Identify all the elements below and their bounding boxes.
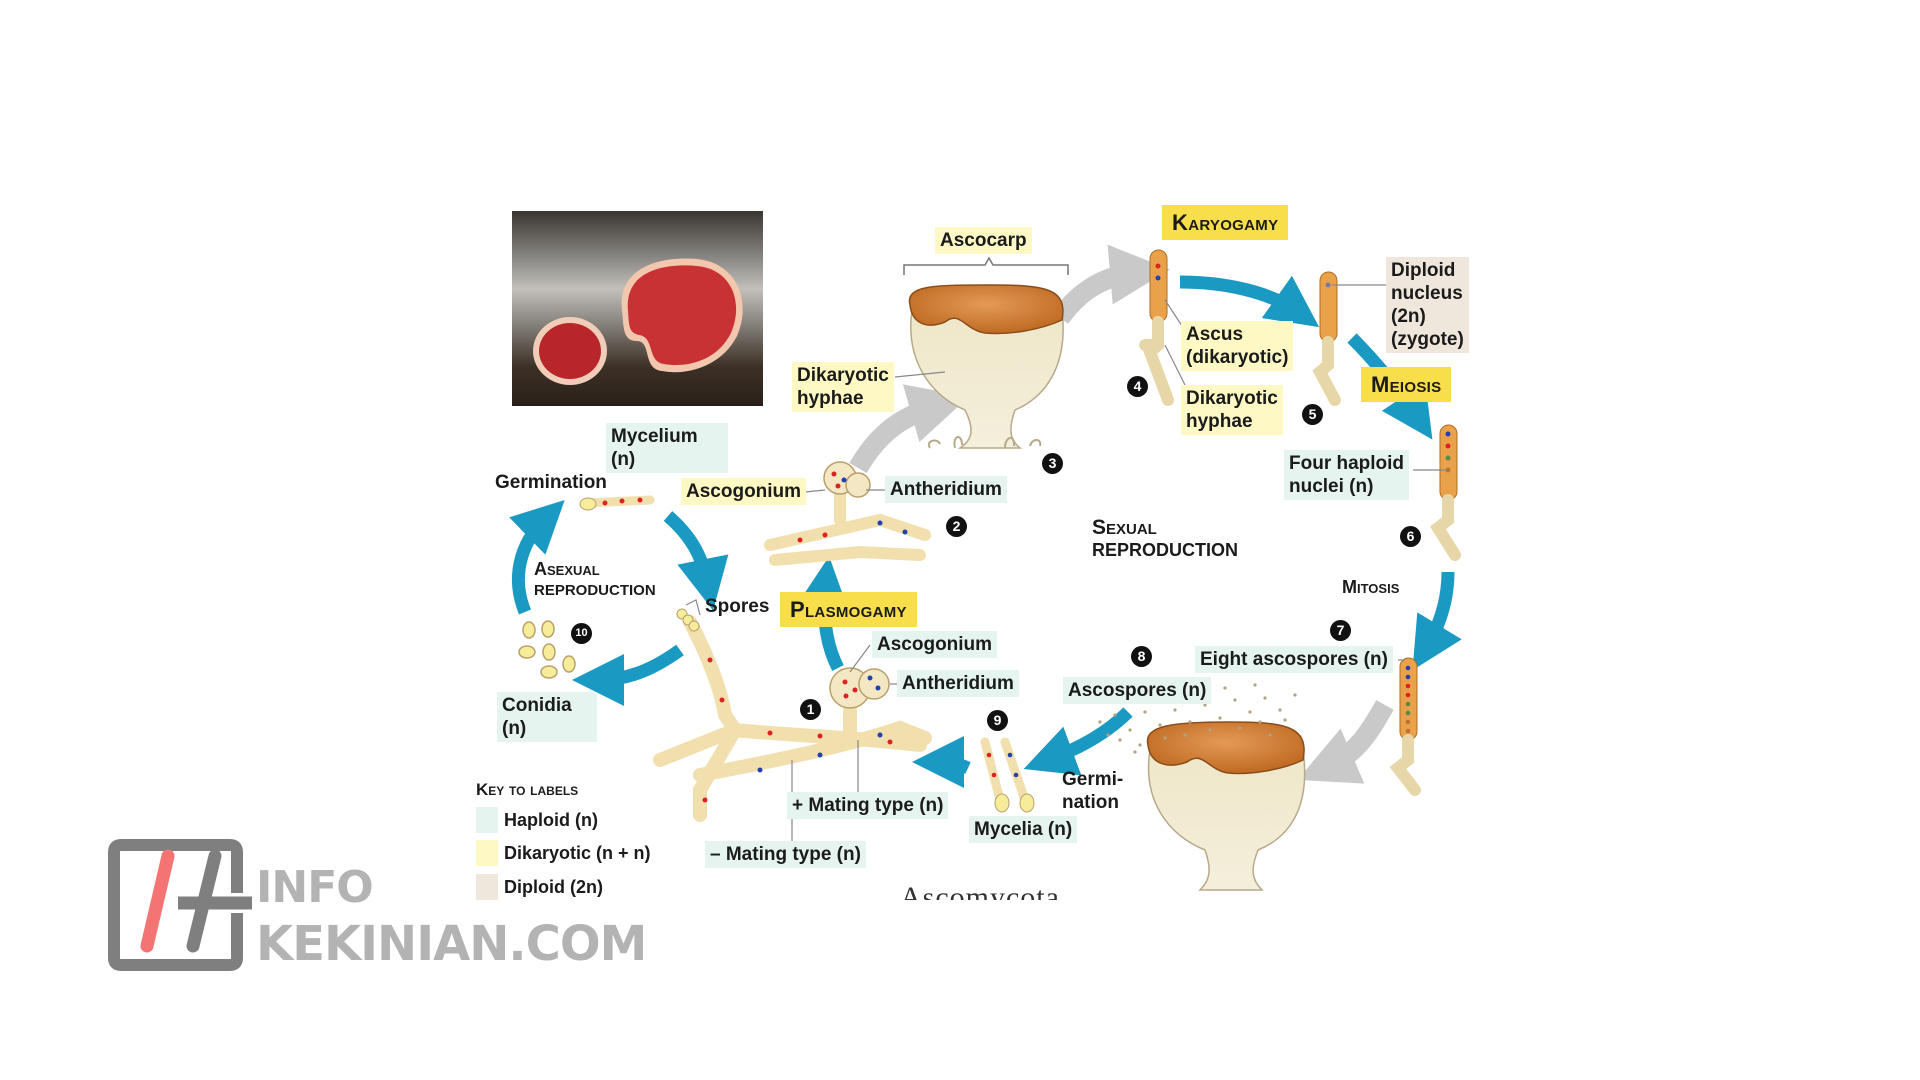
mycelia-to-hyphae-arrow xyxy=(912,736,971,789)
step-number-2: 2 xyxy=(946,516,967,537)
label-line: (2n) xyxy=(1391,306,1426,327)
gray-arrow-7-to-ascocarp xyxy=(1297,700,1394,784)
asexual-reproduction-title: Asexual reproduction xyxy=(534,558,656,602)
label-antheridium-lower: Antheridium xyxy=(897,670,1019,697)
ascus-stage-5 xyxy=(1312,271,1341,406)
stage-meiosis: Meiosis xyxy=(1361,367,1452,402)
sexual-title-line2: reproduction xyxy=(1092,540,1239,560)
ascus-stage-6 xyxy=(1430,424,1461,561)
asexual-arrow-up xyxy=(509,499,565,615)
label-dikaryotic-hyphae-left: Dikaryotic hyphae xyxy=(792,362,894,412)
label-line: Mycelium xyxy=(611,426,698,447)
label-dikaryotic-hyphae-right: Dikaryotic hyphae xyxy=(1181,385,1283,435)
ascus-stage-4 xyxy=(1139,249,1174,406)
step-number-7: 7 xyxy=(1330,620,1351,641)
label-line: (zygote) xyxy=(1391,329,1464,350)
key-title: Key to labels xyxy=(476,780,579,799)
asexual-arrow-down xyxy=(663,511,729,611)
stage-karyogamy: Karyogamy xyxy=(1162,205,1289,240)
step-number-1: 1 xyxy=(800,699,821,720)
cup-fungi-drawing xyxy=(533,258,743,385)
step-number-3: 3 xyxy=(1042,453,1063,474)
asexual-arrow-to-conidia xyxy=(572,644,684,706)
step-number-10: 10 xyxy=(571,623,592,644)
ascocarp-top-illustration xyxy=(908,284,1064,449)
ascocarp-bottom-illustration xyxy=(1146,721,1306,891)
key-item-diploid: Diploid (2n) xyxy=(476,874,603,900)
key-swatch xyxy=(476,840,498,866)
label-line: Diploid xyxy=(1391,260,1456,281)
step-number-4: 4 xyxy=(1127,376,1148,397)
label-line: Ascus xyxy=(1186,324,1244,345)
conidia-cluster xyxy=(518,620,576,679)
plasmogamy-arrow xyxy=(797,556,849,672)
key-label: Haploid (n) xyxy=(504,809,598,830)
label-germination-bottom: Germi- nation xyxy=(1062,768,1123,814)
step-number-6: 6 xyxy=(1400,526,1421,547)
label-line: (n) xyxy=(502,718,527,739)
watermark-line1: INFO xyxy=(256,862,374,913)
label-line: Dikaryotic xyxy=(797,365,889,386)
key-swatch xyxy=(476,874,498,900)
diagram-caption: Ascomycota xyxy=(900,881,1060,900)
gray-arrow-3-to-4 xyxy=(1051,244,1170,325)
label-spores: Spores xyxy=(705,596,770,617)
germinating-ascospores xyxy=(980,737,1035,813)
label-ascus: Ascus (dikaryotic) xyxy=(1181,321,1294,371)
mitosis-arrow xyxy=(1412,571,1462,671)
label-germination-top: Germination xyxy=(495,472,607,493)
gray-arrow-2-to-3 xyxy=(849,384,969,474)
label-ascogonium-lower: Ascogonium xyxy=(872,631,998,658)
label-line: Germi- xyxy=(1062,769,1124,790)
hyphae-stage-1-nuclei xyxy=(702,657,893,803)
sexual-title-line1: Sexual xyxy=(1092,516,1157,539)
label-mycelium: Mycelium (n) xyxy=(606,423,728,473)
label-conidia: Conidia (n) xyxy=(497,692,597,742)
label-line: (dikaryotic) xyxy=(1186,347,1289,368)
step-number-8: 8 xyxy=(1131,646,1152,667)
label-ascospores: Ascospores (n) xyxy=(1063,677,1212,704)
label-line: Four haploid xyxy=(1289,453,1405,474)
asexual-title-line1: Asexual xyxy=(534,559,600,579)
asexual-title-line2: reproduction xyxy=(534,582,656,599)
step-number-5: 5 xyxy=(1302,404,1323,425)
key-label: Dikaryotic (n + n) xyxy=(504,842,651,863)
label-plus-mating-type: + Mating type (n) xyxy=(787,792,949,819)
label-antheridium-upper: Antheridium xyxy=(885,476,1007,503)
cup-fungi-photo xyxy=(512,211,763,406)
ascospore-germination-arrow xyxy=(1023,707,1133,776)
label-ascocarp: Ascocarp xyxy=(935,227,1032,254)
label-line: nucleus xyxy=(1391,283,1463,304)
key-item-haploid: Haploid (n) xyxy=(476,807,598,833)
key-label: Diploid (2n) xyxy=(504,876,603,897)
label-line: (n) xyxy=(611,449,636,470)
label-ascogonium-upper: Ascogonium xyxy=(681,478,807,505)
label-line: nation xyxy=(1062,792,1119,813)
label-line: Conidia xyxy=(502,695,572,716)
key-item-dikaryotic: Dikaryotic (n + n) xyxy=(476,840,651,866)
ascus-stage-7 xyxy=(1389,657,1421,796)
label-eight-ascospores: Eight ascospores (n) xyxy=(1195,646,1393,673)
label-minus-mating-type: – Mating type (n) xyxy=(705,841,866,868)
ascocarp-bracket xyxy=(903,256,1069,275)
label-mycelia: Mycelia (n) xyxy=(969,816,1078,843)
label-line: hyphae xyxy=(1186,411,1253,432)
karyogamy-arrow xyxy=(1179,275,1320,328)
label-line: Dikaryotic xyxy=(1186,388,1278,409)
key-swatch xyxy=(476,807,498,833)
step-number-9: 9 xyxy=(987,710,1008,731)
germinating-mycelium xyxy=(579,495,655,511)
label-line: hyphae xyxy=(797,388,864,409)
spores-chain xyxy=(676,608,700,632)
label-line: nuclei (n) xyxy=(1289,476,1374,497)
stage-mitosis: Mitosis xyxy=(1342,577,1400,597)
watermark-line2: KEKINIAN.COM xyxy=(256,916,647,972)
hyphae-stage-2-nuclei xyxy=(797,461,908,543)
label-diploid-nucleus: Diploid nucleus (2n) (zygote) xyxy=(1386,257,1469,353)
label-four-haploid-nuclei: Four haploid nuclei (n) xyxy=(1284,450,1410,500)
sexual-reproduction-title: Sexual reproduction xyxy=(1092,516,1238,562)
stage-plasmogamy: Plasmogamy xyxy=(780,592,917,627)
